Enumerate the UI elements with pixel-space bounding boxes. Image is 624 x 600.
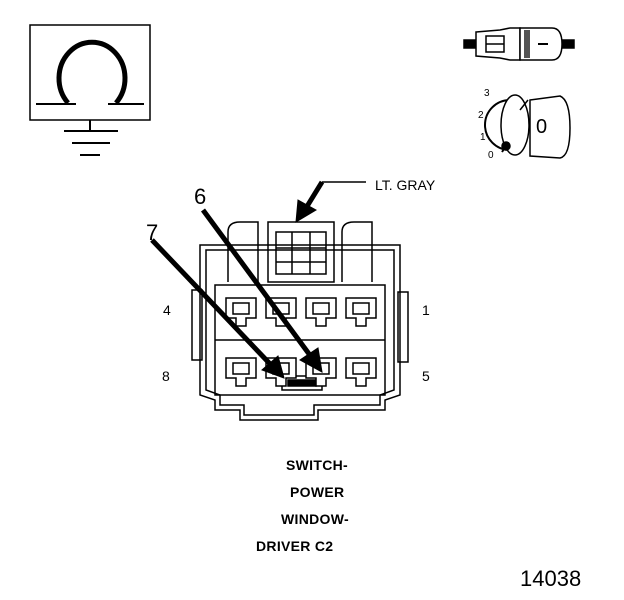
ignition-key-symbol: 0	[536, 116, 548, 138]
ignition-position-2: 2	[478, 110, 484, 121]
pin-label-4: 4	[163, 302, 171, 318]
pin-cavity	[345, 357, 377, 387]
title-line-2: POWER	[290, 484, 345, 500]
callout-6-arrowhead	[299, 347, 323, 373]
ignition-key-icon	[484, 94, 571, 159]
pin-label-5: 5	[422, 368, 430, 384]
ignition-position-1: 1	[480, 132, 486, 143]
callout-7: 7	[146, 220, 159, 245]
pin-cavity	[225, 297, 257, 327]
pin-cavity	[225, 357, 257, 387]
lt-gray-arrowhead	[295, 199, 317, 223]
connector-side-view-icon	[463, 27, 575, 61]
pin-label-8: 8	[162, 368, 170, 384]
callout-6: 6	[194, 184, 207, 209]
pin-label-1: 1	[422, 302, 430, 318]
ohm-ground-icon	[29, 24, 151, 156]
ignition-position-3: 3	[484, 88, 490, 99]
ignition-position-0: 0	[488, 150, 494, 161]
title-line-4: DRIVER C2	[256, 538, 334, 554]
pin-cavity	[345, 297, 377, 327]
figure-number: 14038	[520, 566, 582, 591]
connector-face-icon	[191, 221, 409, 421]
title-line-3: WINDOW-	[281, 511, 349, 527]
color-label: LT. GRAY	[375, 177, 436, 193]
leader-lines	[150, 180, 366, 379]
pin-cavity	[305, 297, 337, 327]
title-line-1: SWITCH-	[286, 457, 348, 473]
callout-7-arrowhead	[261, 355, 285, 379]
